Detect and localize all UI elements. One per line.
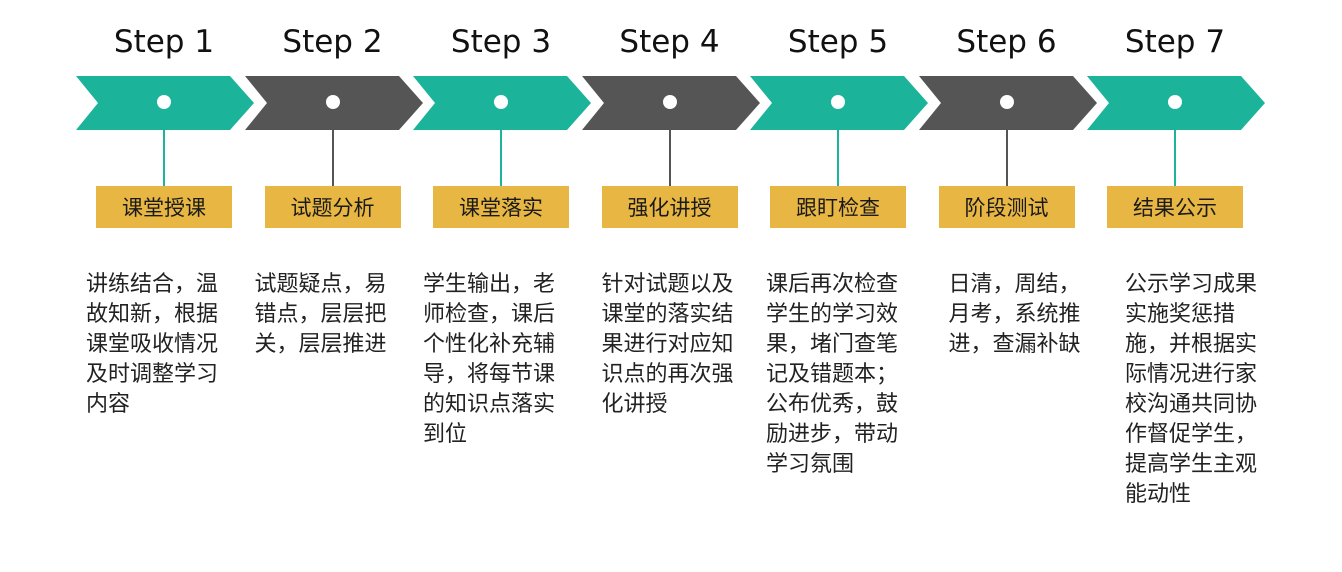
- connector-line: [837, 129, 839, 187]
- step-dot: [1168, 95, 1182, 109]
- step-description: 课后再次检查学生的学习效果，堵门查笔记及错题本；公布优秀，鼓励进步，带动学习氛围: [766, 272, 899, 477]
- connector-line: [668, 129, 671, 187]
- step-dot: [494, 95, 508, 109]
- step-description: 学生输出，老师检查，课后个性化补充辅导，将每节课的知识点落实到位: [423, 272, 556, 447]
- step-label: 课堂授课: [96, 186, 232, 228]
- step-title: Step 1: [113, 24, 215, 60]
- step-title: Step 6: [956, 24, 1057, 60]
- step-title: Step 3: [450, 24, 552, 60]
- connector-line: [331, 129, 334, 187]
- step-dot: [325, 95, 340, 109]
- step-dot: [157, 95, 171, 109]
- step-label: 强化讲授: [601, 186, 738, 228]
- connector-line: [163, 129, 165, 187]
- step-label: 课堂落实: [433, 186, 569, 228]
- connector-line: [500, 129, 502, 187]
- step-description: 日清，周结，月考，系统推进，查漏补缺: [948, 272, 1081, 357]
- step-title: Step 4: [619, 24, 720, 60]
- step-description: 讲练结合，温故知新，根据课堂吸收情况及时调整学习内容: [86, 272, 219, 417]
- step-title: Step 7: [1124, 24, 1226, 60]
- step-dot: [662, 95, 677, 109]
- step-description: 针对试题以及课堂的落实结果进行对应知识点的再次强化讲授: [601, 272, 734, 417]
- step-title: Step 2: [282, 24, 383, 60]
- step-label: 阶段测试: [938, 186, 1075, 228]
- connector-line: [1174, 129, 1176, 187]
- connector-line: [1005, 129, 1008, 187]
- step-label: 跟盯检查: [770, 186, 906, 228]
- step-description: 公示学习成果实施奖惩措施，并根据实际情况进行家校沟通共同协作督促学生，提高学生主…: [1125, 272, 1258, 507]
- step-label: 试题分析: [264, 186, 401, 228]
- step-label: 结果公示: [1107, 186, 1243, 228]
- step-dot: [831, 95, 845, 109]
- step-title: Step 5: [787, 24, 889, 60]
- step-dot: [999, 95, 1014, 109]
- step-description: 试题疑点，易错点，层层把关，层层推进: [254, 272, 387, 357]
